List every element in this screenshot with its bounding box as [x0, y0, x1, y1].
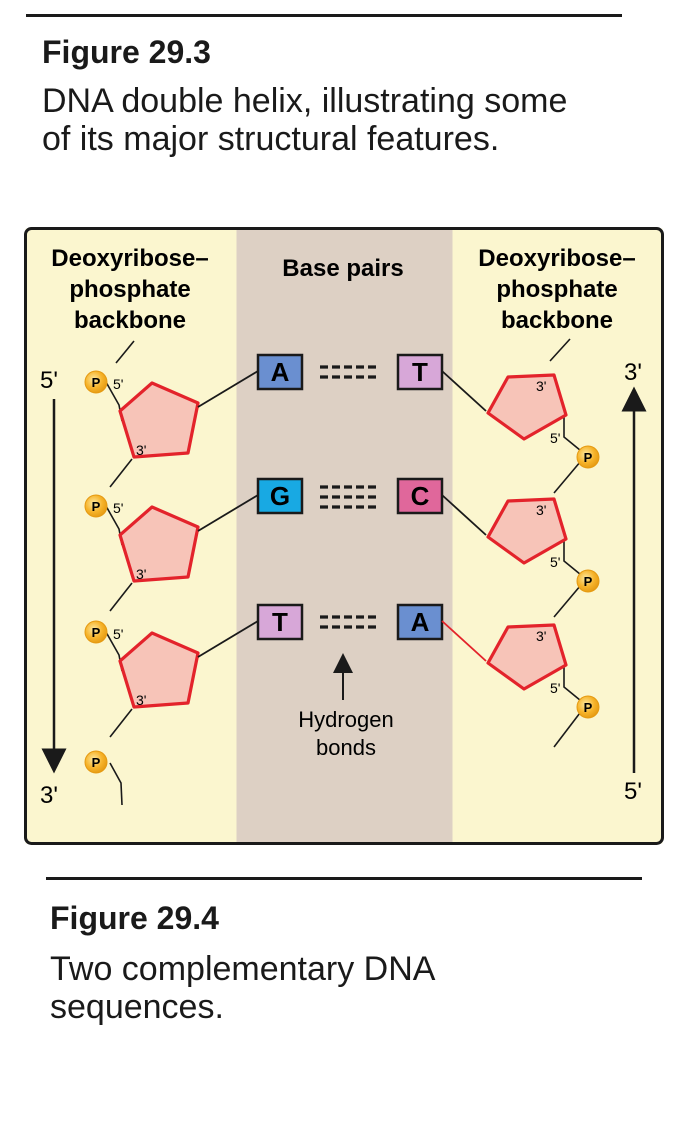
center-header: Base pairs — [282, 255, 403, 282]
right-phosphate-label-2: P — [584, 574, 593, 589]
left-5prime-label-3: 5' — [113, 626, 123, 642]
right-strand-top-end-label: 3' — [624, 359, 642, 386]
left-backbone-connector-top — [115, 340, 135, 364]
right-phosphate-label-1: P — [584, 450, 593, 465]
figure-29-3-title: Figure 29.3 — [42, 34, 211, 70]
right-phosphate-label-3: P — [584, 700, 593, 715]
right-sugar-to-phosphate-link-3 — [563, 663, 587, 706]
hydrogen-bonds-label-line-2: bonds — [316, 735, 376, 760]
right-5prime-label-1: 5' — [550, 430, 560, 446]
left-deoxyribose-sugar-1 — [118, 381, 200, 459]
right-strand-bottom-end-label: 5' — [624, 778, 642, 805]
right-phosphate-3 — [576, 695, 600, 719]
right-5prime-label-2: 5' — [550, 554, 560, 570]
figure-29-4-caption-line-1: Two complementary DNA — [50, 950, 436, 988]
right-3prime-label-2: 3' — [536, 502, 546, 518]
left-sugar-to-phosphate-link-2 — [109, 582, 133, 612]
right-3prime-label-1: 3' — [536, 378, 546, 394]
figure-29-4-caption-line-2: sequences. — [50, 988, 224, 1026]
left-5prime-label-2: 5' — [113, 500, 123, 516]
dna-diagram-svg: Deoxyribose– phosphate backbone Base pai… — [24, 227, 664, 845]
right-deoxyribose-sugar-1 — [486, 373, 568, 441]
top-rule — [26, 14, 622, 17]
base-pairs-background — [236, 228, 453, 844]
left-glycosidic-bond-1 — [197, 370, 259, 408]
left-3prime-label-2: 3' — [136, 566, 146, 582]
left-phosphate-label-3: P — [92, 625, 101, 640]
left-header-line-1: Deoxyribose– — [51, 245, 208, 272]
right-sugar-to-phosphate-link-2 — [563, 537, 587, 580]
right-header-line-1: Deoxyribose– — [478, 245, 635, 272]
right-sugar-to-phosphate-link-1 — [563, 413, 587, 456]
left-phosphate-4 — [84, 750, 108, 774]
left-deoxyribose-sugar-2 — [118, 505, 200, 583]
left-base-letter-2: G — [270, 481, 290, 511]
dna-double-helix-diagram: Deoxyribose– phosphate backbone Base pai… — [24, 227, 664, 845]
right-header-line-3: backbone — [501, 307, 613, 334]
right-glycosidic-bond-1 — [441, 370, 487, 412]
right-deoxyribose-sugar-2 — [486, 497, 568, 565]
left-deoxyribose-sugar-3 — [118, 631, 200, 709]
left-header-line-3: backbone — [74, 307, 186, 334]
left-base-box-2 — [256, 477, 304, 515]
left-glycosidic-bond-2 — [197, 494, 259, 532]
right-phosphate-1 — [576, 445, 600, 469]
diagram-frame — [24, 227, 664, 845]
right-base-letter-2: C — [411, 481, 430, 511]
left-base-box-1 — [256, 353, 304, 391]
middle-rule — [46, 877, 642, 880]
right-backbone-connector-top — [549, 338, 571, 362]
right-phosphate-2 — [576, 569, 600, 593]
right-deoxyribose-sugar-3 — [486, 623, 568, 691]
left-strand-top-end-label: 5' — [40, 367, 58, 394]
left-glycosidic-bond-3 — [197, 620, 259, 658]
left-base-box-3 — [256, 603, 304, 641]
left-header-line-2: phosphate — [69, 276, 190, 303]
left-sugar-to-phosphate-link-3 — [109, 708, 133, 738]
left-phosphate-3 — [84, 620, 108, 644]
left-phosphate-label-1: P — [92, 375, 101, 390]
left-3prime-label-1: 3' — [136, 442, 146, 458]
left-3prime-label-3: 3' — [136, 692, 146, 708]
figure-29-3-caption-line-1: DNA double helix, illustrating some — [42, 82, 568, 120]
right-base-letter-3: A — [411, 607, 430, 637]
figure-29-3-caption-line-2: of its major structural features. — [42, 120, 500, 158]
left-base-letter-3: T — [272, 607, 288, 637]
left-phosphate-2 — [84, 494, 108, 518]
left-phosphate-1 — [84, 370, 108, 394]
left-phosphate-label-4: P — [92, 755, 101, 770]
left-sugar-to-phosphate-link-1 — [109, 458, 133, 488]
right-base-letter-1: T — [412, 357, 428, 387]
left-base-letter-1: A — [271, 357, 290, 387]
hydrogen-bonds-label-line-1: Hydrogen — [298, 707, 393, 732]
left-strand-bottom-end-label: 3' — [40, 782, 58, 809]
right-base-box-2 — [396, 477, 444, 515]
strands-and-bases: P 5' 3' A T 3' 5' P P 5' 3' G C 3' 5' P P 5' 3' T A 3' 5' P P — [84, 338, 600, 806]
right-3prime-label-3: 3' — [536, 628, 546, 644]
right-base-box-3 — [396, 603, 444, 641]
right-glycosidic-bond-2 — [441, 494, 487, 536]
right-5prime-label-3: 5' — [550, 680, 560, 696]
left-phosphate-label-2: P — [92, 499, 101, 514]
right-glycosidic-bond-3 — [441, 620, 487, 662]
figure-29-4-title: Figure 29.4 — [50, 900, 219, 936]
left-5prime-label-1: 5' — [113, 376, 123, 392]
right-header-line-2: phosphate — [496, 276, 617, 303]
left-backbone-connector-bottom — [109, 762, 123, 806]
